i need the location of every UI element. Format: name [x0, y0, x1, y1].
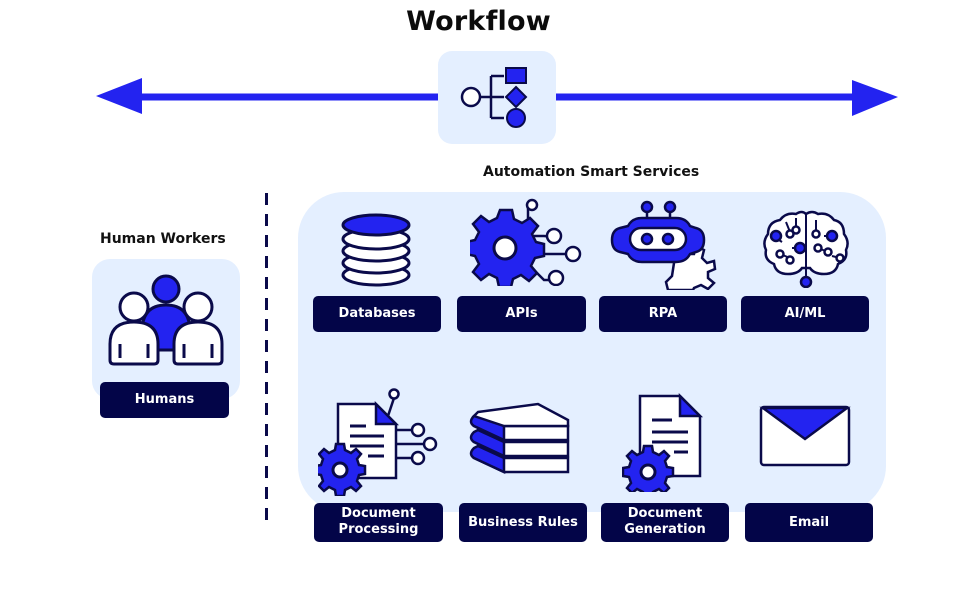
api-gear-icon	[470, 198, 582, 286]
workflow-icon-box	[438, 51, 556, 144]
diagram-title: Workflow	[406, 6, 551, 37]
workflow-icon	[460, 67, 528, 128]
business-rules-label: Business Rules	[459, 503, 587, 542]
email-icon	[759, 405, 851, 467]
humans-label: Humans	[100, 382, 229, 418]
robot-icon	[610, 200, 717, 290]
bidirectional-arrow	[96, 78, 898, 116]
aiml-label: AI/ML	[741, 296, 869, 332]
database-icon	[341, 213, 411, 287]
brain-icon	[763, 210, 849, 288]
databases-label: Databases	[313, 296, 441, 332]
document-processing-icon	[318, 388, 438, 496]
apis-label: APIs	[457, 296, 586, 332]
dashed-divider	[265, 193, 268, 521]
email-label: Email	[745, 503, 873, 542]
human-workers-title: Human Workers	[100, 231, 226, 247]
books-icon	[469, 402, 570, 474]
rpa-label: RPA	[599, 296, 727, 332]
arrow-head-left-icon	[96, 78, 142, 114]
people-group-icon	[108, 274, 224, 366]
document-generation-icon	[622, 392, 704, 492]
arrow-head-right-icon	[852, 80, 898, 116]
automation-services-title: Automation Smart Services	[483, 164, 700, 180]
